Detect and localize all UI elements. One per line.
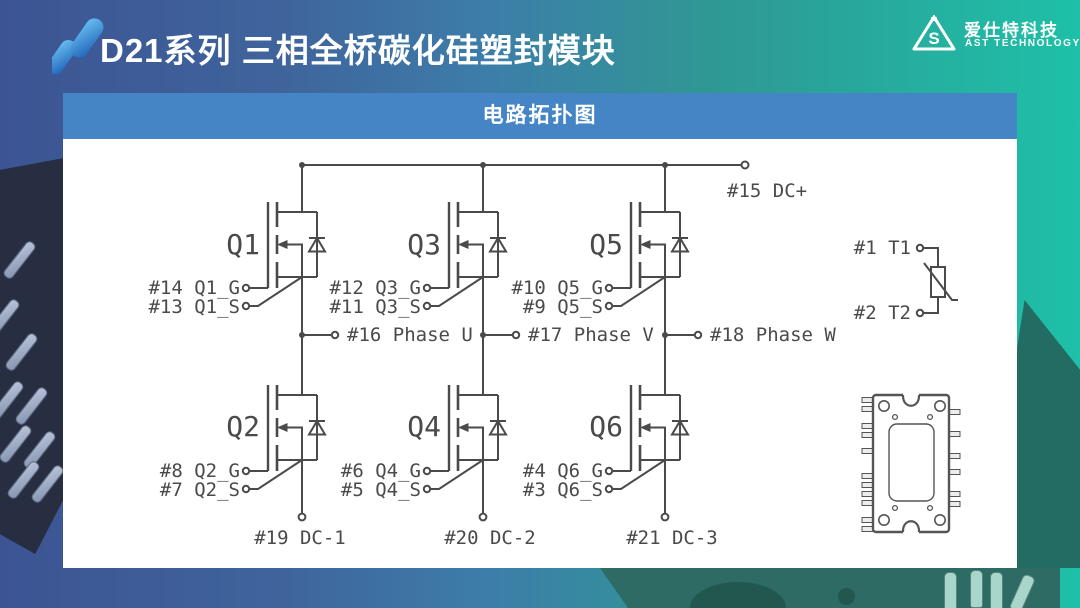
label-q5-source: #9 Q5_S bbox=[523, 296, 603, 318]
terminal-t1 bbox=[915, 243, 925, 253]
label-dc-3: #21 DC-3 bbox=[626, 527, 718, 549]
label-dc-1: #19 DC-1 bbox=[254, 527, 346, 549]
company-name-en: AST TECHNOLOGY bbox=[965, 38, 1080, 49]
label-q2: Q2 bbox=[226, 410, 260, 443]
ntc-thermistor bbox=[915, 243, 958, 318]
label-phase-w: #18 Phase W bbox=[710, 324, 836, 346]
package-outline-drawing bbox=[861, 392, 961, 535]
label-q2-gate: #8 Q2_G bbox=[160, 460, 240, 482]
label-q6: Q6 bbox=[589, 410, 623, 443]
terminal-dc-3 bbox=[660, 512, 670, 522]
label-q3-source: #11 Q3_S bbox=[329, 296, 421, 318]
label-q1-gate: #14 Q1_G bbox=[148, 277, 240, 299]
circuit-topology-diagram: #15 DC+ Q1 #14 Q1_G #13 Q1_S Q2 #8 Q2_G … bbox=[148, 160, 961, 549]
content-card: 电路拓扑图 bbox=[63, 93, 1017, 568]
terminal-phase-v bbox=[511, 330, 521, 340]
background-heatsink-photo-bottom bbox=[600, 568, 1060, 608]
label-q4-gate: #6 Q4_G bbox=[341, 460, 421, 482]
terminal-dc-plus bbox=[740, 160, 750, 170]
label-q4: Q4 bbox=[407, 410, 441, 443]
label-dc-plus: #15 DC+ bbox=[727, 180, 807, 202]
label-q4-source: #5 Q4_S bbox=[341, 479, 421, 501]
label-q1-source: #13 Q1_S bbox=[148, 296, 240, 318]
section-header: 电路拓扑图 bbox=[63, 93, 1017, 139]
wiring bbox=[297, 160, 750, 522]
terminal-phase-w bbox=[693, 330, 703, 340]
label-q6-gate: #4 Q6_G bbox=[523, 460, 603, 482]
label-phase-u: #16 Phase U bbox=[347, 324, 473, 346]
background-heatsink-photo-right bbox=[1017, 300, 1080, 568]
company-logo: S 爱仕特科技 AST TECHNOLOGY bbox=[912, 14, 1079, 58]
terminal-phase-u bbox=[330, 330, 340, 340]
label-q2-source: #7 Q2_S bbox=[160, 479, 240, 501]
company-name-cn: 爱仕特科技 bbox=[964, 21, 1059, 40]
label-q5: Q5 bbox=[589, 228, 623, 261]
triangle-s-logo-icon: S bbox=[912, 15, 956, 51]
wave-swoosh-icon bbox=[52, 18, 104, 74]
label-q1: Q1 bbox=[226, 228, 260, 261]
circuit-labels: #15 DC+ Q1 #14 Q1_G #13 Q1_S Q2 #8 Q2_G … bbox=[148, 180, 911, 549]
label-t1: #1 T1 bbox=[854, 237, 911, 259]
heatsink-hole-decor bbox=[838, 588, 855, 605]
label-q6-source: #3 Q6_S bbox=[523, 479, 603, 501]
label-q3-gate: #12 Q3_G bbox=[329, 277, 421, 299]
label-dc-2: #20 DC-2 bbox=[444, 527, 536, 549]
heatsink-pin-decor bbox=[944, 572, 957, 608]
terminal-dc-2 bbox=[478, 512, 488, 522]
heatsink-pin-decor bbox=[970, 570, 983, 608]
page-title: D21系列 三相全桥碳化硅塑封模块 bbox=[100, 32, 616, 69]
terminal-dc-1 bbox=[297, 512, 307, 522]
heatsink-pin-decor bbox=[990, 572, 1003, 608]
terminal-t2 bbox=[915, 308, 925, 318]
heatsink-pin-decor bbox=[1008, 572, 1037, 608]
heatsink-hole-decor bbox=[690, 582, 786, 608]
label-q5-gate: #10 Q5_G bbox=[511, 277, 603, 299]
label-t2: #2 T2 bbox=[854, 302, 911, 324]
label-q3: Q3 bbox=[407, 228, 441, 261]
label-phase-v: #17 Phase V bbox=[528, 324, 654, 346]
svg-text:S: S bbox=[928, 29, 939, 48]
